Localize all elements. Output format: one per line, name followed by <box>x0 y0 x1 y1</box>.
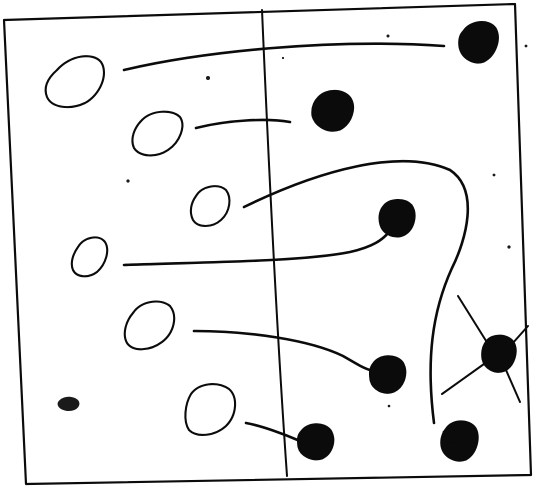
connection-line-2 <box>196 120 290 128</box>
connecting-lines-group <box>124 44 468 441</box>
connection-line-5 <box>194 331 370 370</box>
filled-dot-8 <box>443 427 461 443</box>
open-circle-5 <box>125 302 174 350</box>
open-circle-2 <box>132 112 182 156</box>
spoke-upper-left <box>458 296 488 344</box>
speck-1 <box>206 76 210 80</box>
connection-line-4 <box>124 229 391 265</box>
filled-dot-2 <box>312 90 354 131</box>
speck-3 <box>387 35 390 38</box>
filled-dot-5 <box>369 356 405 394</box>
filled-dot-1 <box>459 22 499 64</box>
center-divider-line <box>262 10 287 476</box>
speck-4 <box>493 174 496 177</box>
spoke-lower-right <box>506 370 520 402</box>
speck-5 <box>507 245 510 248</box>
connection-line-3 <box>244 161 468 423</box>
stray-marks-group <box>58 35 528 412</box>
spoke-lower-left <box>442 364 484 394</box>
filled-dot-6 <box>297 424 333 460</box>
open-circles-group <box>46 56 235 435</box>
speck-7 <box>388 405 391 408</box>
smudge-mark <box>58 397 80 411</box>
outer-frame <box>4 4 531 484</box>
speck-2 <box>126 179 129 182</box>
speck-8 <box>282 57 284 59</box>
filled-dots-group <box>297 22 516 462</box>
filled-dot-3 <box>379 199 415 236</box>
connection-line-1 <box>124 44 444 70</box>
connection-line-6 <box>246 423 300 441</box>
open-circle-6 <box>185 384 235 435</box>
open-circle-3 <box>191 186 230 226</box>
speck-6 <box>525 45 528 48</box>
open-circle-1 <box>46 56 104 107</box>
open-circle-4 <box>72 237 107 276</box>
